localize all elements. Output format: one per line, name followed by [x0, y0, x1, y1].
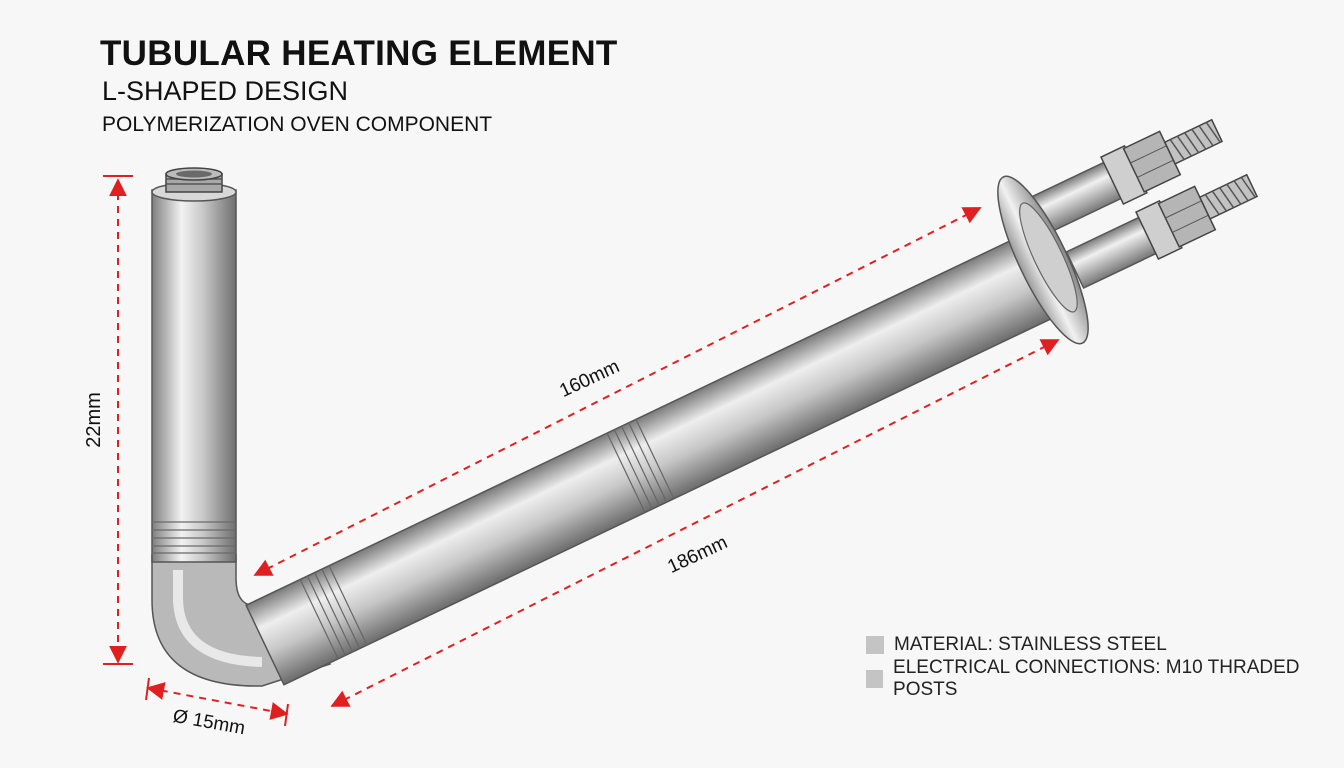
- page-subtitle-secondary: POLYMERIZATION OVEN COMPONENT: [102, 113, 493, 136]
- diameter-dimension-line: [146, 682, 289, 720]
- legend-swatch: [866, 636, 884, 654]
- vertical-tube: [151, 189, 237, 563]
- legend-swatch: [866, 670, 884, 688]
- dimension-extension-ticks: [103, 175, 289, 727]
- diagonal-tube: [245, 225, 1080, 686]
- legend-item-material: MATERIAL: STAINLESS STEEL: [866, 628, 1344, 662]
- diameter-label: Ø 15mm: [171, 706, 246, 739]
- terminal-post-lower: [1065, 173, 1259, 290]
- lower-length-label: 186mm: [665, 532, 731, 578]
- legend-text: MATERIAL: STAINLESS STEEL: [894, 634, 1167, 655]
- lower-length-dimension-line: [330, 339, 1060, 707]
- height-label: 22mm: [83, 392, 105, 448]
- spec-legend: MATERIAL: STAINLESS STEEL ELECTRICAL CON…: [866, 628, 1344, 700]
- diagonal-tube-group: [245, 225, 1080, 686]
- legend-text: ELECTRICAL CONNECTIONS: M10 THRADED POST…: [893, 657, 1300, 700]
- page-subtitle: L-SHAPED DESIGN: [102, 76, 349, 106]
- mounting-flange: [997, 175, 1089, 345]
- vertical-tube-grooves: [152, 521, 236, 554]
- upper-length-label: 160mm: [557, 356, 623, 402]
- legend-item-connections: ELECTRICAL CONNECTIONS: M10 THRADED POST…: [866, 657, 1344, 700]
- page-title: TUBULAR HEATING ELEMENT: [100, 34, 618, 73]
- dimension-lines: [109, 178, 1060, 720]
- tube-bend-highlight: [173, 570, 263, 667]
